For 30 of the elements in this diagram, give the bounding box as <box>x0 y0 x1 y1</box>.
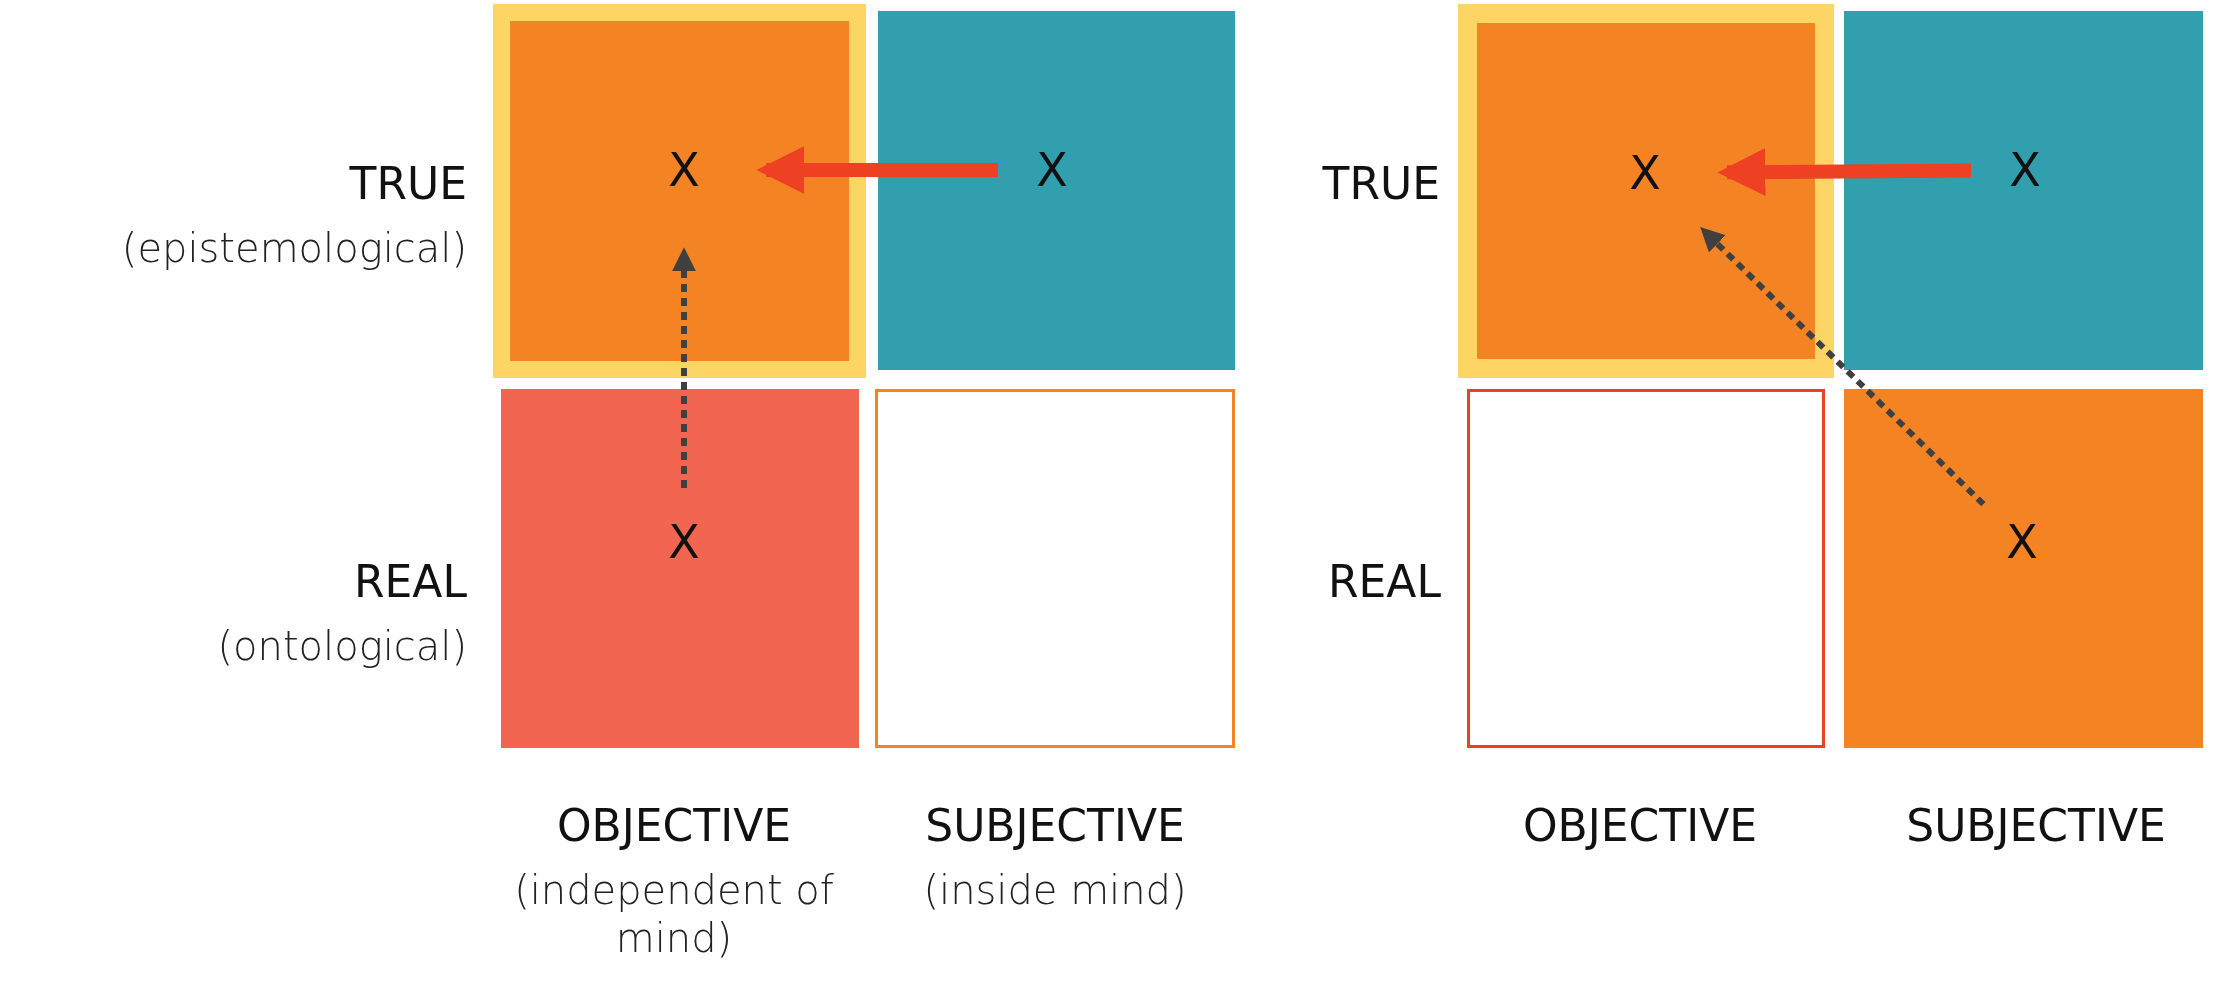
highlighted-square <box>1458 4 1834 378</box>
grid-square <box>1844 389 2203 748</box>
row-heading: REAL <box>354 556 467 609</box>
arrow <box>1700 227 1986 507</box>
highlighted-square <box>493 4 866 378</box>
x-mark: X <box>2009 147 2041 193</box>
arrow <box>1717 148 1972 197</box>
row-heading: TRUE <box>1322 158 1440 211</box>
x-mark: X <box>1036 147 1068 193</box>
x-mark: X <box>2006 519 2038 565</box>
x-mark: X <box>668 519 700 565</box>
empty-square <box>875 389 1235 748</box>
column-subheading: (inside mind) <box>923 866 1187 914</box>
column-heading: OBJECTIVE <box>1522 800 1758 853</box>
column-heading: SUBJECTIVE <box>1906 800 2166 853</box>
row-subheading: (ontological) <box>217 622 467 670</box>
column-heading: OBJECTIVE <box>556 800 792 853</box>
grid-square <box>501 389 859 748</box>
arrow <box>672 247 696 488</box>
row-heading: TRUE <box>349 158 467 211</box>
grid-square <box>1844 11 2203 370</box>
x-mark: X <box>1629 150 1661 196</box>
column-heading: SUBJECTIVE <box>925 800 1185 853</box>
row-heading: REAL <box>1328 556 1441 609</box>
empty-square <box>1467 389 1825 748</box>
column-subheading: (independent of mind) <box>513 866 835 962</box>
x-mark: X <box>668 147 700 193</box>
arrow <box>756 146 998 194</box>
row-subheading: (epistemological) <box>121 224 467 272</box>
grid-square <box>878 11 1235 370</box>
